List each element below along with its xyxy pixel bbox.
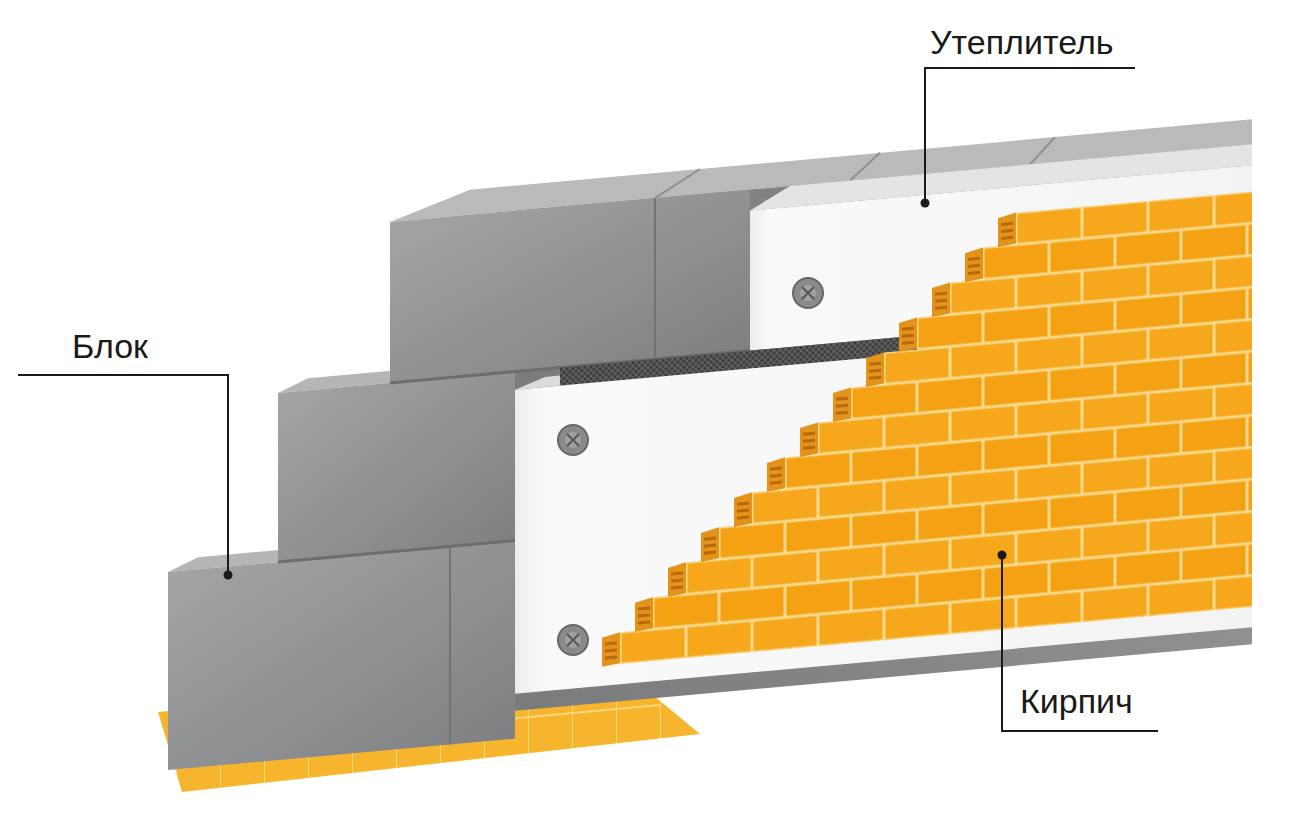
block-joint (449, 547, 451, 745)
block-joint (654, 198, 656, 359)
insulation-dowel (558, 625, 588, 655)
brick-ends (602, 213, 1016, 667)
wall-plane (168, 119, 1260, 770)
part-label: Кирпич (1020, 684, 1133, 718)
brick-facade (600, 177, 1260, 676)
block (278, 372, 515, 562)
insulation-dowel (793, 278, 823, 308)
part-label: Блок (72, 329, 148, 363)
insulation-dowel (558, 425, 588, 455)
leader-line (998, 551, 1159, 732)
block (168, 541, 515, 770)
mortar-joint (278, 541, 515, 562)
block (390, 190, 750, 383)
part-label: Утеплитель (930, 25, 1113, 59)
leader-line (921, 68, 1136, 208)
leader-line (18, 375, 233, 580)
